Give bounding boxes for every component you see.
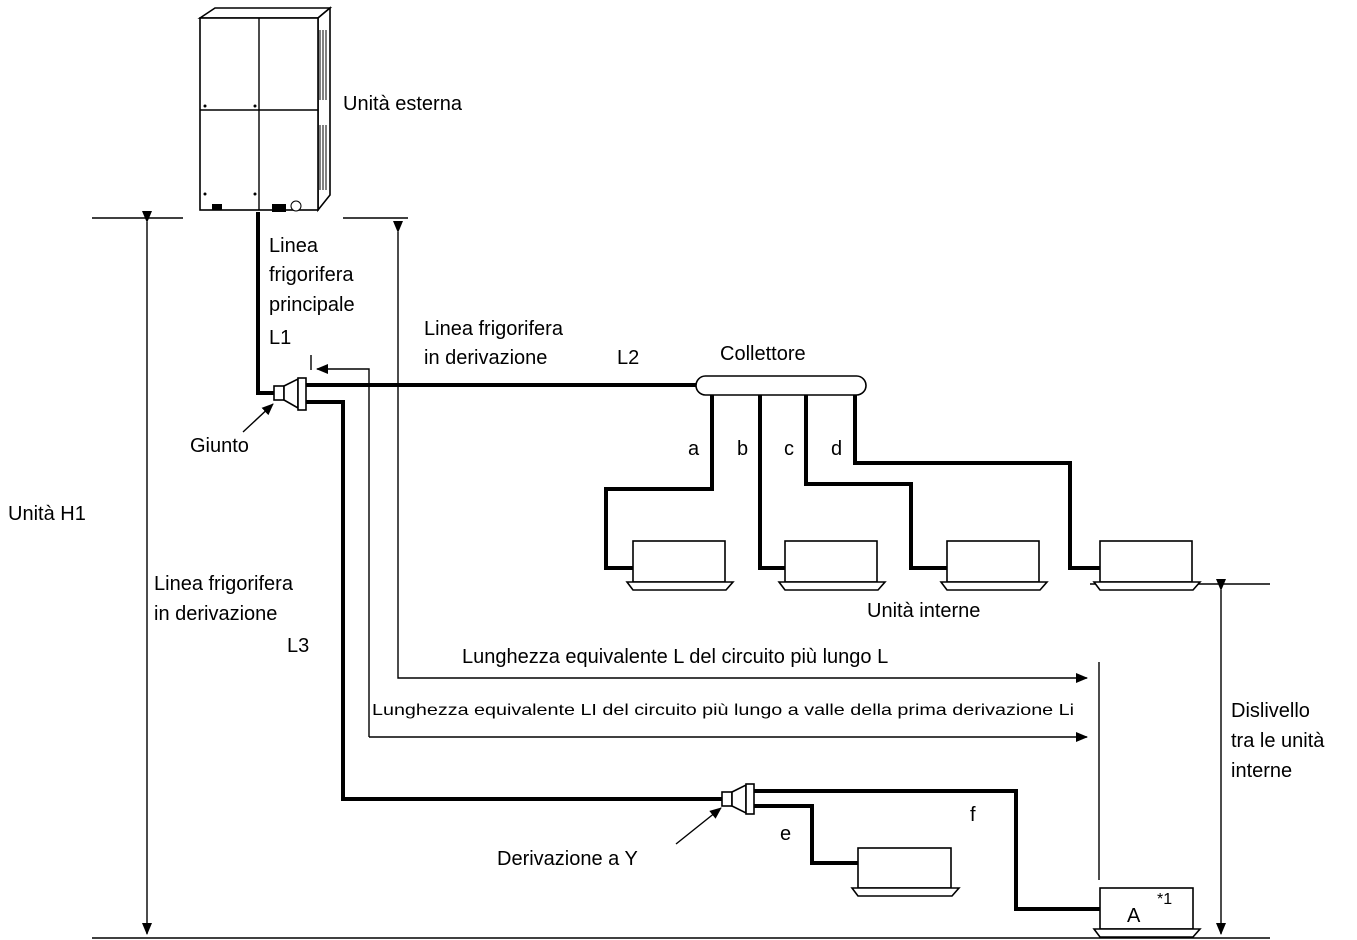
indoor-unit-3-icon xyxy=(939,540,1049,591)
y-branch-icon xyxy=(721,783,755,815)
indoor-unit-4-icon xyxy=(1092,540,1202,591)
branch-letter-c: c xyxy=(784,438,794,460)
indoor-units-label: Unità interne xyxy=(867,600,980,622)
joint-icon xyxy=(273,377,307,411)
unit-a-note: *1 xyxy=(1157,891,1172,908)
branch-l3-label-2: in derivazione xyxy=(154,603,277,625)
indoor-unit-e-icon xyxy=(850,847,961,897)
equiv-length-l-label: Lunghezza equivalente L del circuito più… xyxy=(462,646,888,668)
main-line-label-1: Linea xyxy=(269,235,319,257)
main-line-code: L1 xyxy=(269,327,291,349)
joint-pointer-arrow xyxy=(242,403,274,433)
main-line-label-2: frigorifera xyxy=(269,264,354,286)
branch-l2-code: L2 xyxy=(617,347,639,369)
indoor-unit-2-icon xyxy=(777,540,887,591)
y-branch-pointer-arrow xyxy=(675,807,722,845)
branch-letter-b: b xyxy=(737,438,748,460)
unit-a-label: A xyxy=(1127,905,1141,927)
joint-label: Giunto xyxy=(190,435,249,457)
y-branch-label: Derivazione a Y xyxy=(497,848,638,870)
branch-letter-a: a xyxy=(688,438,700,460)
main-line-label-3: principale xyxy=(269,294,355,316)
equiv-length-li-arrow-start xyxy=(316,364,370,737)
header-label: Collettore xyxy=(720,343,806,365)
branch-letter-d: d xyxy=(831,438,842,460)
outdoor-unit-icon xyxy=(197,6,333,213)
branch-pipe-e xyxy=(754,804,858,865)
branch-l2-label-1: Linea frigorifera xyxy=(424,318,564,340)
branch-pipe-f xyxy=(754,789,1100,911)
header-collector-icon xyxy=(695,375,867,396)
indoor-height-diff-label-2: tra le unità xyxy=(1231,730,1325,752)
equiv-length-l-arrow xyxy=(393,221,1088,683)
indoor-height-diff-label-1: Dislivello xyxy=(1231,700,1310,722)
indoor-unit-a-icon xyxy=(1092,887,1202,938)
branch-l2-label-2: in derivazione xyxy=(424,347,547,369)
branch-l3-label-1: Linea frigorifera xyxy=(154,573,294,595)
indoor-unit-1-icon xyxy=(625,540,735,591)
branch-letter-f: f xyxy=(970,804,976,826)
equiv-length-li-label: Lunghezza equivalente LI del circuito pi… xyxy=(372,702,1074,719)
indoor-height-diff-label-3: interne xyxy=(1231,760,1292,782)
height-h1-label: Unità H1 xyxy=(8,503,86,525)
branch-l3-code: L3 xyxy=(287,635,309,657)
branch-letter-e: e xyxy=(780,823,791,845)
branch-pipe-b xyxy=(758,395,785,570)
outdoor-unit-label: Unità esterna xyxy=(343,93,463,115)
branch-pipe-l3 xyxy=(306,400,728,801)
